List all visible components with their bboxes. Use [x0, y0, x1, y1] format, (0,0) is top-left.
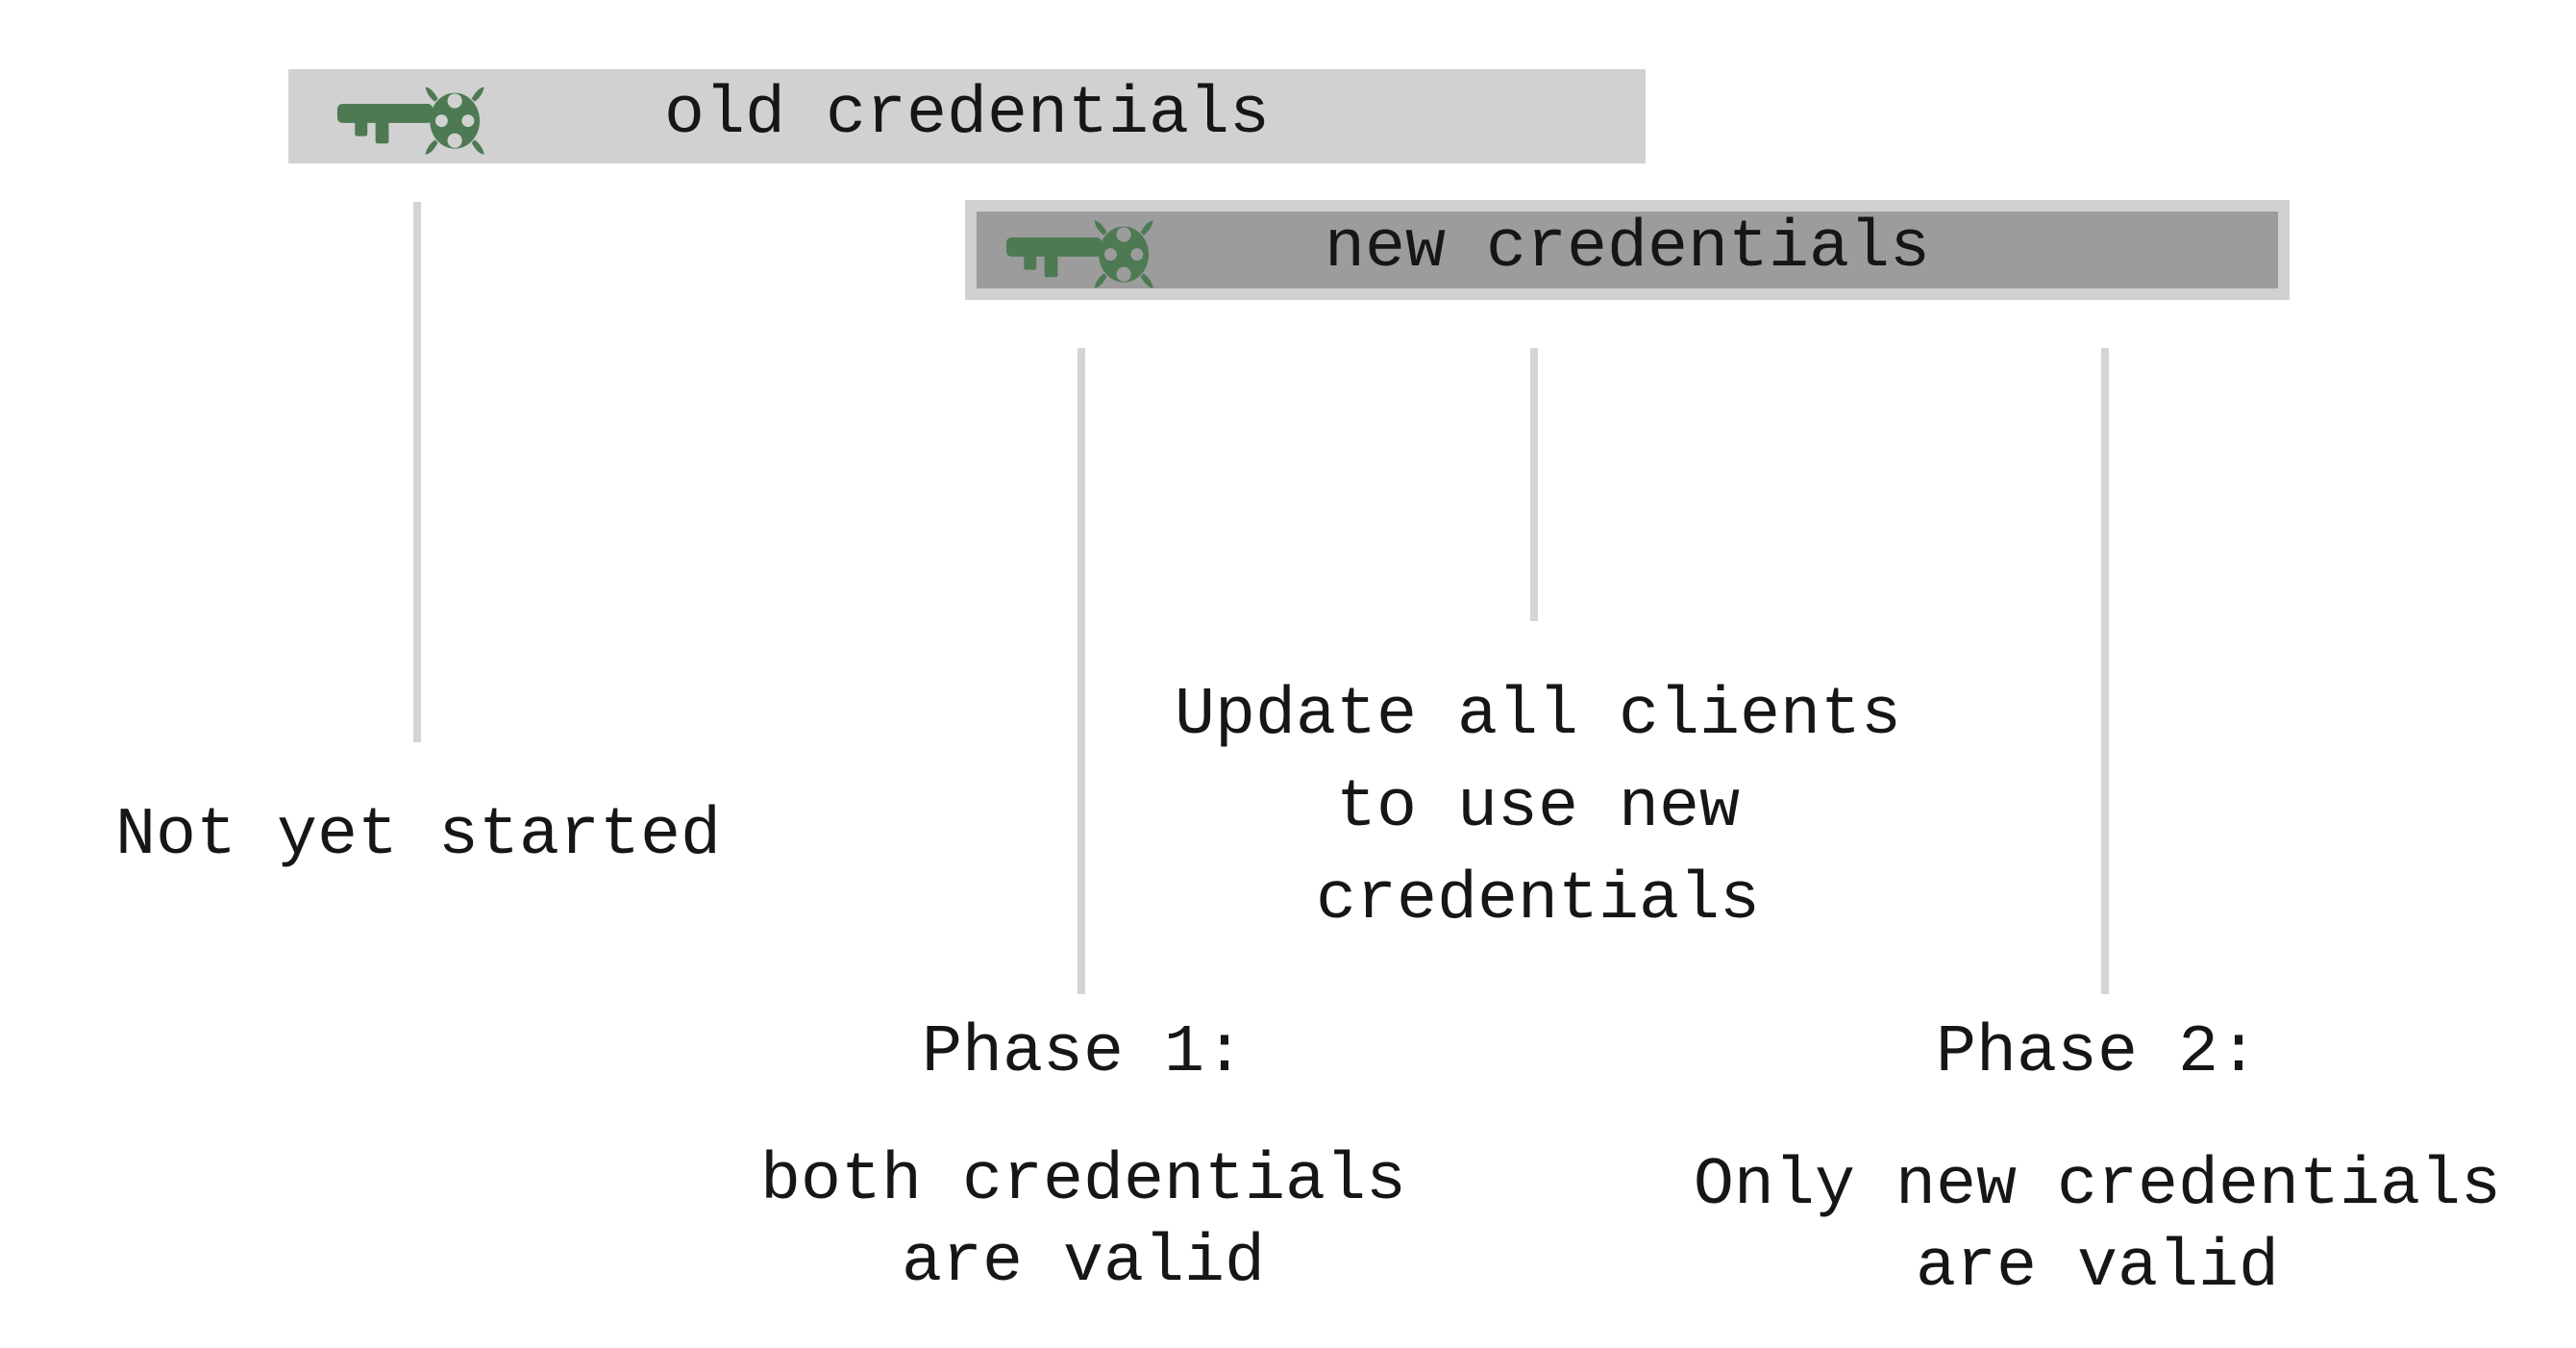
update-clients-line1: Update all clients: [1174, 678, 1902, 754]
phase2-heading: Phase 2:: [1935, 1015, 2260, 1091]
phase1-heading: Phase 1:: [921, 1015, 1246, 1091]
new-credentials-bar: new credentials: [965, 200, 2290, 300]
phase1-description-line2: are valid: [901, 1225, 1266, 1301]
key-icon: [1005, 220, 1153, 288]
phase2-start-line: [2101, 348, 2109, 994]
phase2-description: Only new credentials are valid: [1619, 1145, 2576, 1309]
phase1-description: both credentials are valid: [603, 1140, 1564, 1304]
update-clients-line2: to use new: [1335, 770, 1741, 846]
old-credentials-bar: old credentials: [288, 69, 1646, 163]
update-clients-label: Update all clients to use new credential…: [1057, 670, 2019, 947]
not-started-line: [413, 202, 421, 742]
update-clients-line3: credentials: [1315, 862, 1761, 938]
new-credentials-bar-fill: [977, 212, 2278, 288]
update-clients-line: [1530, 348, 1538, 621]
phase2-description-line1: Only new credentials: [1693, 1148, 2502, 1224]
phase2-description-line2: are valid: [1915, 1230, 2280, 1306]
old-credentials-label: old credentials: [663, 76, 1271, 153]
new-credentials-label: new credentials: [1324, 210, 1931, 287]
phase1-description-line1: both credentials: [759, 1143, 1407, 1219]
not-started-label: Not yet started: [114, 798, 722, 874]
phase1-start-line: [1077, 348, 1085, 994]
key-icon: [336, 87, 484, 155]
